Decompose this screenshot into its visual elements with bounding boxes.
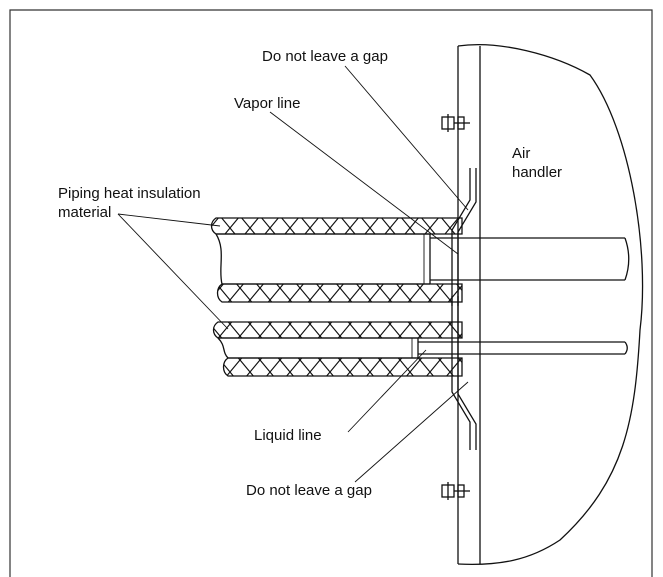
label-gap-top: Do not leave a gap	[262, 48, 388, 65]
liquid-line-assembly	[212, 321, 628, 377]
label-air-handler-2: handler	[512, 164, 562, 181]
label-vapor-line: Vapor line	[234, 95, 300, 112]
liquid-insulation-top	[212, 321, 463, 339]
screw-bottom	[441, 482, 470, 500]
vapor-line-assembly	[210, 217, 630, 303]
liquid-insulation-bottom	[222, 357, 463, 377]
label-air-handler-1: Air	[512, 145, 530, 162]
vapor-insulation-bottom	[216, 283, 463, 303]
label-insulation-2: material	[58, 204, 111, 221]
screw-top	[441, 114, 470, 132]
label-gap-bottom: Do not leave a gap	[246, 482, 372, 499]
vapor-insulation-top	[210, 217, 463, 235]
label-liquid-line: Liquid line	[254, 427, 322, 444]
air-handler-body	[451, 44, 644, 565]
leader-lines	[117, 65, 469, 483]
diagram-frame	[9, 9, 653, 577]
label-insulation-1: Piping heat insulation	[58, 185, 201, 202]
